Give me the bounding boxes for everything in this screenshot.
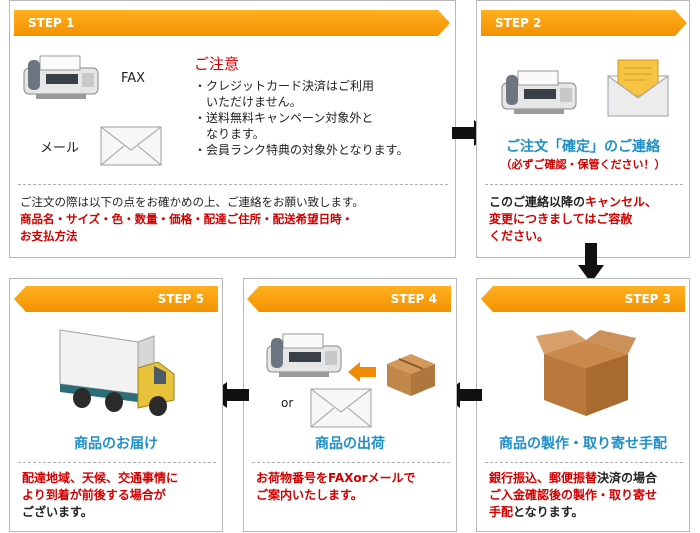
step5-desc-line3: ございます。 — [22, 505, 93, 519]
step5-desc-line1: 配達地域、天候、交通事情に — [22, 471, 179, 485]
step3-desc-line2: ご入金確認後の製作・取り寄せ — [489, 488, 658, 502]
step2-desc-line2: 変更につきましてはご容赦 — [489, 212, 633, 226]
fax-icon — [501, 70, 577, 115]
step4-banner: STEP 4 — [247, 286, 451, 312]
mail-icon — [310, 388, 372, 428]
step2-desc: このご連絡以降のキャンセル、 変更につきましてはご容赦 ください。 — [489, 194, 657, 245]
or-label: or — [281, 396, 294, 410]
step2-panel — [476, 0, 690, 258]
arrow-down-icon — [578, 243, 604, 283]
step1-label: STEP 1 — [28, 16, 75, 30]
notice-list: ・クレジットカード決済はご利用 いただけません。 ・送料無料キャンペーン対象外と… — [194, 78, 408, 158]
step1-red-line2: お支払方法 — [20, 229, 78, 243]
notice-title: ご注意 — [194, 55, 240, 73]
step2-label: STEP 2 — [495, 16, 542, 30]
notice-item: なります。 — [194, 127, 265, 141]
step2-divider — [485, 184, 683, 185]
step1-red-line1: 商品名・サイズ・色・数量・価格・配達ご住所・配送希望日時・ — [20, 212, 354, 226]
step5-title: 商品のお届け — [74, 436, 158, 452]
step3-title: 商品の製作・取り寄せ手配 — [499, 436, 667, 452]
step2-desc-line1-red: キャンセル、 — [585, 195, 658, 209]
step3-desc-line3-red: 手配 — [489, 505, 514, 519]
step5-divider — [18, 462, 216, 463]
mail-icon — [100, 126, 162, 166]
delivery-truck-icon — [59, 329, 175, 416]
step4-divider — [252, 462, 450, 463]
step4-title: 商品の出荷 — [315, 436, 385, 452]
step1-panel — [9, 0, 456, 258]
step2-subtitle: （必ずご確認・保管ください！） — [500, 158, 666, 171]
step1-divider — [18, 184, 448, 185]
package-box-icon — [387, 354, 435, 396]
notice-item: ・送料無料キャンペーン対象外と — [194, 111, 374, 125]
step1-banner: STEP 1 — [14, 10, 450, 36]
cardboard-box-icon — [536, 330, 636, 416]
notice-item: いただけません。 — [194, 95, 302, 109]
step2-desc-line3: ください。 — [489, 229, 550, 243]
step1-desc: ご注文の際は以下の点をお確かめの上、ご連絡をお願い致します。 — [20, 195, 364, 209]
fax-label: FAX — [121, 71, 146, 86]
step5-banner: STEP 5 — [14, 286, 218, 312]
step2-title: ご注文「確定」のご連絡 — [506, 139, 660, 155]
letter-envelope-icon — [607, 59, 669, 117]
step2-banner: STEP 2 — [481, 10, 687, 36]
step3-divider — [485, 462, 683, 463]
step2-desc-line1: このご連絡以降の — [489, 195, 586, 209]
step3-desc-line3: となります。 — [513, 505, 584, 519]
step5-label: STEP 5 — [157, 292, 204, 306]
mail-label: メール — [40, 141, 80, 156]
step5-panel — [9, 278, 223, 532]
notice-item: ・クレジットカード決済はご利用 — [194, 79, 375, 93]
step5-desc: 配達地域、天候、交通事情に より到着が前後する場合が ございます。 — [22, 470, 178, 521]
step3-banner: STEP 3 — [481, 286, 685, 312]
fax-icon — [266, 333, 342, 378]
step4-label: STEP 4 — [390, 292, 437, 306]
step4-desc-line1: お荷物番号をFAXorメールで — [256, 471, 416, 485]
step5-desc-line2: より到着が前後する場合が — [22, 488, 166, 502]
step3-desc-line1: 決済の場合 — [597, 471, 658, 485]
notice-item: ・会員ランク特典の対象外となります。 — [194, 143, 409, 157]
step3-desc: 銀行振込、郵便振替決済の場合 ご入金確認後の製作・取り寄せ 手配となります。 — [489, 470, 657, 521]
step3-label: STEP 3 — [624, 292, 671, 306]
step4-desc-line2: ご案内いたします。 — [256, 488, 363, 502]
step3-desc-line1-red: 銀行振込、郵便振替 — [489, 471, 598, 485]
step4-desc: お荷物番号をFAXorメールで ご案内いたします。 — [256, 470, 416, 504]
orange-arrow-left-icon — [348, 362, 376, 382]
fax-icon — [23, 55, 99, 100]
